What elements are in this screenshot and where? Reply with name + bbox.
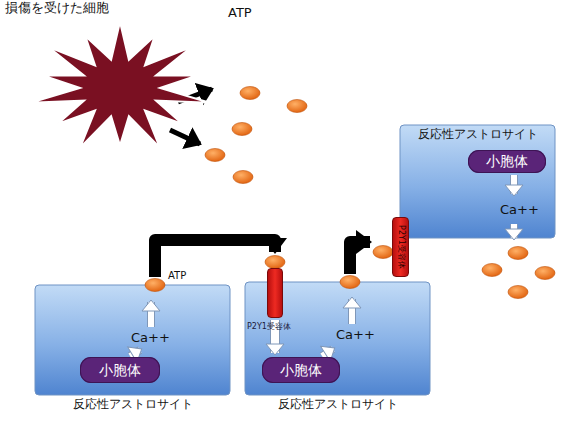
- ca-arrow: [148, 302, 154, 327]
- astrocyte-label: 反応性アストロサイト: [278, 398, 398, 412]
- ca-label: Ca++: [336, 328, 375, 343]
- atp-dot: [287, 100, 307, 113]
- ca-arrow: [511, 175, 517, 194]
- receptor-label: P2Y1受容体: [247, 322, 291, 331]
- er-label: 小胞体: [280, 362, 322, 378]
- ca-arrow-outline: [510, 224, 518, 238]
- ca-arrow-outline: [130, 350, 140, 356]
- atp-label: ATP: [168, 270, 186, 282]
- er-pill: 小胞体: [468, 150, 546, 173]
- ca-arrow-outline: [510, 175, 518, 194]
- ca-arrow-outline: [348, 299, 356, 324]
- ca-arrow: [511, 224, 517, 238]
- atp-dot: [373, 246, 393, 259]
- ca-label: Ca++: [131, 331, 170, 346]
- ca-arrow: [130, 350, 140, 356]
- atp-dot: [482, 264, 502, 277]
- atp-dot: [508, 286, 528, 299]
- release-arrow: [170, 130, 200, 144]
- er-pill: 小胞体: [262, 357, 340, 383]
- p2y1-receptor: P2Y1受容体: [392, 217, 409, 277]
- ca-arrow-outline: [147, 302, 155, 327]
- atp-dot: [232, 123, 252, 136]
- astrocyte-label: 反応性アストロサイト: [418, 128, 538, 142]
- atp-dot: [240, 87, 260, 100]
- atp-label: ATP: [228, 6, 252, 21]
- ca-label: Ca++: [500, 203, 539, 218]
- ca-arrow-outline: [322, 349, 333, 356]
- atp-dot: [265, 256, 285, 269]
- er-label: 小胞体: [99, 362, 141, 378]
- ca-arrow: [322, 349, 333, 356]
- er-pill: 小胞体: [80, 357, 160, 383]
- starburst: [0, 0, 220, 158]
- atp-dot: [145, 279, 165, 292]
- astrocyte-label: 反応性アストロサイト: [73, 398, 193, 412]
- atp-dot: [508, 247, 528, 260]
- atp-dot: [233, 171, 253, 184]
- atp-dot: [535, 267, 555, 280]
- atp-signal-arrow: [350, 242, 370, 274]
- starburst-shape: [30, 22, 209, 148]
- astrocyte-box: 反応性アストロサイト小胞体P2Y1受容体: [400, 125, 555, 238]
- astrocyte-fill: [35, 285, 230, 395]
- er-label: 小胞体: [486, 153, 528, 169]
- atp-signal-line: [350, 242, 370, 274]
- receptor-label: P2Y1受容体: [396, 225, 405, 269]
- astrocyte-fill: [400, 125, 555, 238]
- ca-arrow: [349, 299, 355, 324]
- p2y1-receptor: P2Y1受容体: [267, 268, 283, 318]
- atp-dot: [340, 276, 360, 289]
- cell-label: 損傷を受けた細胞: [3, 1, 111, 16]
- atp-dot: [205, 149, 225, 162]
- damaged-cell: 損傷を受けた細胞: [0, 0, 220, 158]
